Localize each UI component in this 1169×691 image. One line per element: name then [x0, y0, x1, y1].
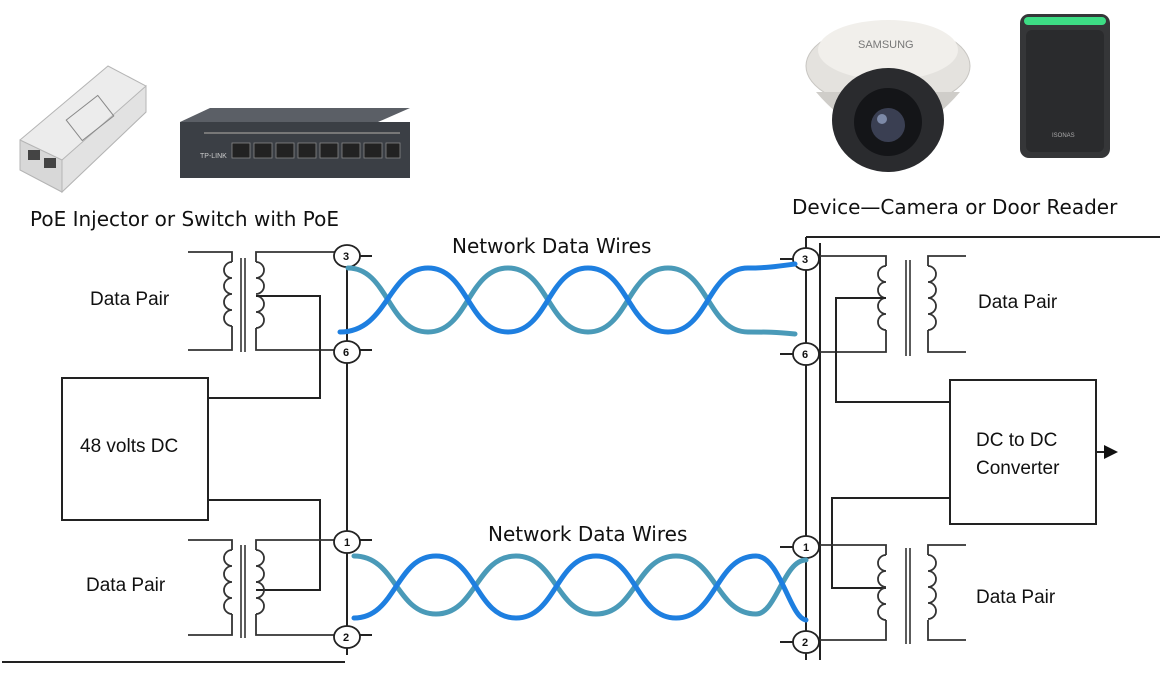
switch-brand: TP-LINK — [200, 153, 227, 160]
left-pin-1: 1 — [333, 530, 361, 554]
injector-caption: PoE Injector or Switch with PoE — [30, 207, 339, 231]
top-wire-teal — [345, 265, 798, 337]
camera-brand: SAMSUNG — [858, 39, 914, 51]
door-reader-icon: ISONAS — [1020, 14, 1110, 158]
svg-text:2: 2 — [343, 632, 349, 644]
device-caption: Device—Camera or Door Reader — [792, 195, 1118, 219]
right-circuit: DC to DC Converter Data Pair Data Pair 3… — [780, 236, 1160, 660]
left-pin-6: 6 — [333, 340, 361, 364]
left-bottom-pair-label: Data Pair — [86, 575, 166, 596]
svg-text:2: 2 — [802, 637, 808, 649]
right-bottom-transformer — [820, 544, 966, 644]
power-source-box — [61, 377, 209, 521]
svg-text:1: 1 — [803, 542, 809, 554]
right-pin-2: 2 — [792, 630, 820, 654]
left-circuit: 48 volts DC Data Pair Data Pair 3 6 1 — [2, 244, 372, 663]
left-top-transformer — [188, 251, 347, 399]
left-pin-3: 3 — [333, 244, 361, 268]
left-bottom-transformer — [188, 539, 347, 638]
power-source-label: 48 volts DC — [80, 436, 178, 457]
right-bottom-pair-label: Data Pair — [976, 587, 1056, 608]
top-wire-pair — [337, 261, 798, 337]
wires-label-top: Network Data Wires — [452, 234, 651, 258]
right-pin-3: 3 — [792, 247, 820, 271]
bottom-wire-pair — [351, 553, 809, 623]
svg-text:1: 1 — [344, 537, 350, 549]
poe-injector-icon — [19, 65, 147, 194]
bottom-wire-blue — [351, 553, 809, 623]
right-top-pair-label: Data Pair — [978, 292, 1058, 313]
svg-text:6: 6 — [343, 347, 349, 359]
right-pin-1: 1 — [792, 535, 820, 559]
right-top-transformer — [820, 255, 966, 403]
wires-label-bottom: Network Data Wires — [488, 522, 687, 546]
network-switch-icon: TP-LINK — [180, 108, 410, 178]
right-pin-6: 6 — [792, 342, 820, 366]
svg-text:6: 6 — [802, 349, 808, 361]
top-wire-blue — [337, 261, 798, 335]
svg-text:3: 3 — [802, 254, 808, 266]
bottom-wire-teal — [351, 553, 809, 617]
svg-text:3: 3 — [343, 251, 349, 263]
converter-label-2: Converter — [976, 458, 1060, 479]
arrow-right-icon — [1104, 445, 1118, 459]
dome-camera-icon: SAMSUNG — [805, 20, 971, 172]
left-top-pair-label: Data Pair — [90, 289, 170, 310]
reader-brand: ISONAS — [1052, 133, 1075, 139]
converter-label-1: DC to DC — [976, 430, 1057, 451]
left-pin-2: 2 — [333, 625, 361, 649]
converter-box — [949, 379, 1097, 525]
